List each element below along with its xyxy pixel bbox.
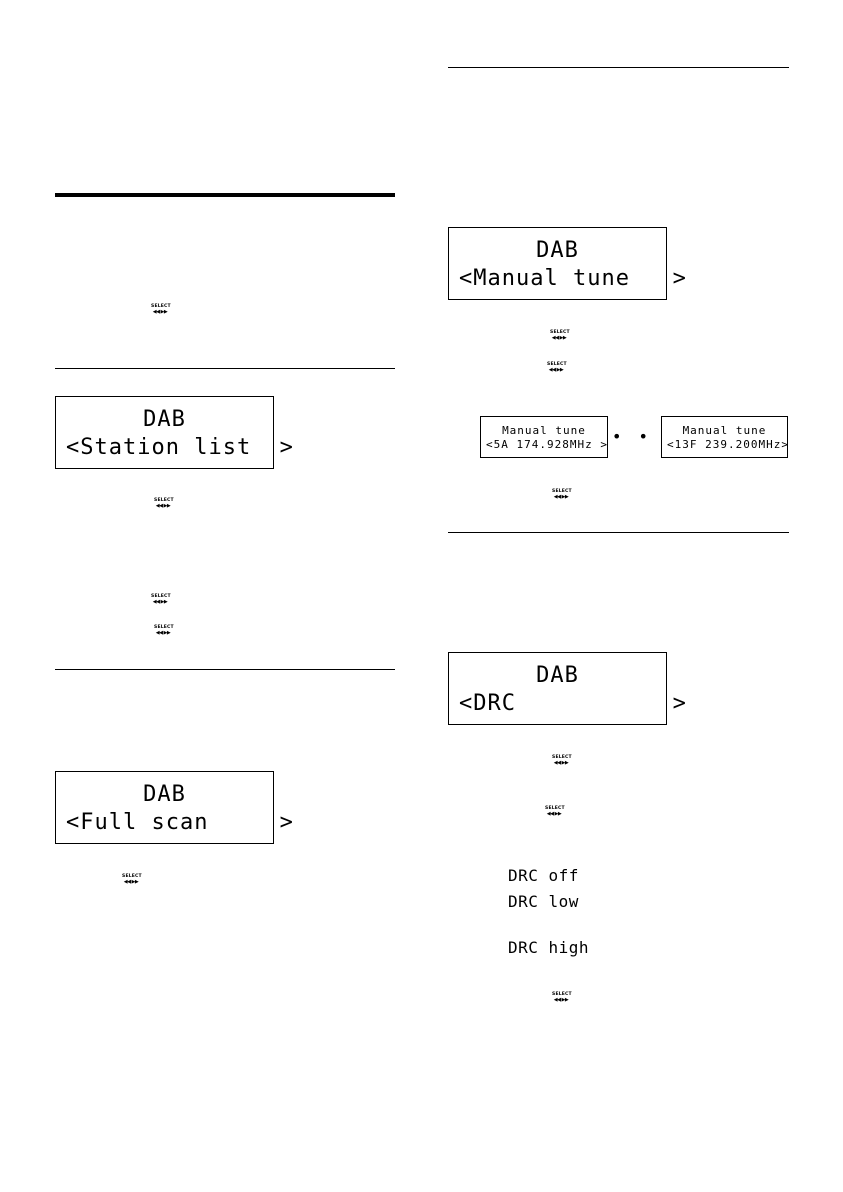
- select-button-icon: SELECT ◀◀ ▶▶: [151, 304, 171, 315]
- lcd-display-manual-tune-last: Manual tune <13F 239.200MHz>: [661, 416, 788, 458]
- select-button-icon: SELECT ◀◀ ▶▶: [151, 594, 171, 605]
- lcd-display-station-list: DAB <Station list >: [55, 396, 294, 469]
- ellipsis-dots: • • •: [612, 427, 681, 446]
- lcd-line-menu: <Manual tune >: [459, 266, 687, 291]
- lcd-display-manual-tune-first: Manual tune <5A 174.928MHz >: [480, 416, 608, 458]
- select-button-icon: SELECT ◀◀ ▶▶: [550, 330, 570, 341]
- divider-station-list: [55, 368, 395, 369]
- lcd-line-mode: DAB: [143, 407, 186, 432]
- lcd-display-drc: DAB <DRC >: [448, 652, 687, 725]
- lcd-line-menu: <DRC >: [459, 691, 687, 716]
- select-button-icon: SELECT ◀◀ ▶▶: [154, 498, 174, 509]
- lcd-line-menu: <Station list >: [66, 435, 294, 460]
- lcd-display-full-scan: DAB <Full scan >: [55, 771, 294, 844]
- select-button-icon: SELECT ◀◀ ▶▶: [545, 806, 565, 817]
- lcd-line-menu: <Full scan >: [66, 810, 294, 835]
- select-button-icon: SELECT ◀◀ ▶▶: [552, 992, 572, 1003]
- drc-option-high: DRC high: [508, 938, 590, 957]
- select-button-icon: SELECT ◀◀ ▶▶: [154, 625, 174, 636]
- select-button-icon: SELECT ◀◀ ▶▶: [547, 362, 567, 373]
- divider-full-scan: [55, 669, 395, 670]
- section-top-rule: [55, 193, 395, 197]
- divider-manual-tune: [448, 67, 789, 68]
- divider-drc: [448, 532, 789, 533]
- lcd-line-mode: DAB: [536, 663, 579, 688]
- select-button-icon: SELECT ◀◀ ▶▶: [552, 755, 572, 766]
- drc-option-low: DRC low: [508, 892, 579, 911]
- select-button-icon: SELECT ◀◀ ▶▶: [552, 489, 572, 500]
- lcd-line-mode: DAB: [536, 238, 579, 263]
- drc-option-off: DRC off: [508, 866, 579, 885]
- select-button-icon: SELECT ◀◀ ▶▶: [122, 874, 142, 885]
- lcd-line-mode: DAB: [143, 782, 186, 807]
- lcd-display-manual-tune: DAB <Manual tune >: [448, 227, 687, 300]
